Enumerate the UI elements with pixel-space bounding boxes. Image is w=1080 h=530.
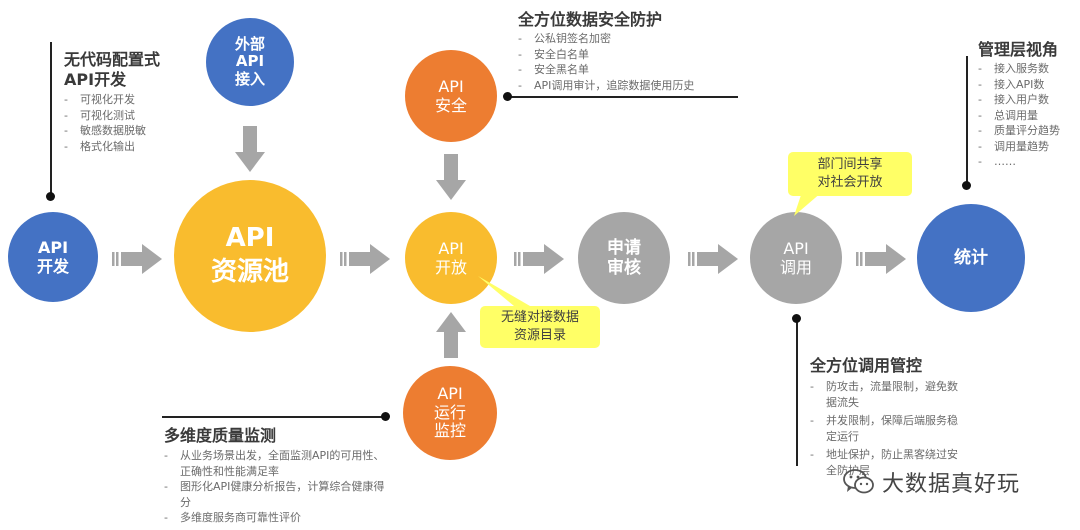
annotation-security-title: 全方位数据安全防护 xyxy=(518,10,663,29)
annotation-lowcode-title-line1: 无代码配置式 xyxy=(64,50,161,69)
annotation-management-list: 接入服务数 接入API数 接入用户数 总调用量 质量评分趋势 调用量趋势 …… xyxy=(978,61,1078,170)
annotation-quality-list: 从业务场景出发，全面监测API的可用性、正确性和性能满足率 图形化API健康分析… xyxy=(164,448,394,526)
wechat-icon xyxy=(843,469,874,494)
arrow-external-to-pool xyxy=(235,126,265,172)
annotation-control: 全方位调用管控 防攻击，流量限制，避免数据流失 并发限制，保障后端服务稳定运行 … xyxy=(810,356,960,478)
leader-quality xyxy=(162,416,386,418)
node-review-line2: 审核 xyxy=(607,258,641,278)
note-seamless-line2: 资源目录 xyxy=(513,328,566,343)
list-item: 可视化开发 xyxy=(64,92,194,108)
annotation-quality: 多维度质量监测 从业务场景出发，全面监测API的可用性、正确性和性能满足率 图形… xyxy=(164,426,394,526)
annotation-control-list: 防攻击，流量限制，避免数据流失 并发限制，保障后端服务稳定运行 地址保护，防止黑… xyxy=(810,379,960,478)
leader-security-dot xyxy=(503,92,512,101)
node-security-line1: API xyxy=(438,76,464,96)
annotation-management: 管理层视角 接入服务数 接入API数 接入用户数 总调用量 质量评分趋势 调用量… xyxy=(978,40,1078,170)
watermark-text: 大数据真好玩 xyxy=(882,472,1021,497)
leader-management-dot xyxy=(962,181,971,190)
node-monitor-line1: API xyxy=(437,384,463,404)
leader-management xyxy=(966,56,968,186)
arrow-security-to-open xyxy=(436,154,466,200)
annotation-management-title: 管理层视角 xyxy=(978,40,1059,59)
leader-security xyxy=(508,96,738,98)
list-item: 安全白名单 xyxy=(518,47,758,63)
list-item: 公私钥签名加密 xyxy=(518,31,758,47)
arrow-pool-to-open xyxy=(340,244,390,274)
node-external-api-line1: 外部 xyxy=(234,35,265,54)
node-api-dev: API 开发 xyxy=(8,212,98,302)
list-item: 接入API数 xyxy=(978,77,1078,93)
arrow-dev-to-pool xyxy=(112,244,162,274)
node-resource-pool-line1: API xyxy=(225,223,275,254)
node-api-dev-line1: API xyxy=(37,237,69,257)
list-item: 可视化测试 xyxy=(64,108,194,124)
node-invoke-line2: 调用 xyxy=(779,258,812,277)
node-monitor-line3: 监控 xyxy=(433,421,466,441)
list-item: 防攻击，流量限制，避免数据流失 xyxy=(810,379,960,410)
node-security: API 安全 xyxy=(405,50,497,142)
list-item: 地址保护，防止黑客绕过安全防护层 xyxy=(810,447,960,478)
note-sharing-line2: 对社会开放 xyxy=(817,175,883,190)
leader-lowcode-dot xyxy=(46,192,55,201)
note-seamless-tail xyxy=(478,276,530,306)
annotation-quality-title: 多维度质量监测 xyxy=(164,426,277,445)
node-external-api-line2: API xyxy=(235,52,265,71)
list-item: 多维度服务商可靠性评价 xyxy=(164,510,394,526)
arrow-open-to-review xyxy=(514,244,564,274)
node-open: API 开放 xyxy=(405,212,497,304)
note-sharing-line1: 部门间共享 xyxy=(817,157,883,172)
list-item: 总调用量 xyxy=(978,108,1078,124)
list-item: 并发限制，保障后端服务稳定运行 xyxy=(810,413,960,444)
node-monitor-line2: 运行 xyxy=(433,402,466,422)
node-stats-label: 统计 xyxy=(954,247,988,268)
list-item: 接入服务数 xyxy=(978,61,1078,77)
list-item: 格式化输出 xyxy=(64,139,194,155)
note-sharing-tail xyxy=(794,192,822,216)
list-item: 调用量趋势 xyxy=(978,139,1078,155)
list-item: 安全黑名单 xyxy=(518,62,758,78)
node-invoke: API 调用 xyxy=(750,212,842,304)
node-security-line2: 安全 xyxy=(434,96,467,115)
leader-lowcode xyxy=(50,42,52,196)
annotation-lowcode: 无代码配置式 API开发 可视化开发 可视化测试 敏感数据脱敏 格式化输出 xyxy=(64,50,194,154)
annotation-control-title: 全方位调用管控 xyxy=(810,356,923,375)
annotation-lowcode-list: 可视化开发 可视化测试 敏感数据脱敏 格式化输出 xyxy=(64,92,194,154)
note-seamless: 无缝对接数据 资源目录 xyxy=(480,306,600,348)
node-api-dev-line2: 开发 xyxy=(36,257,69,276)
arrow-invoke-to-stats xyxy=(856,244,906,274)
note-seamless-line1: 无缝对接数据 xyxy=(500,310,579,325)
arrow-monitor-to-open xyxy=(436,312,466,358)
list-item: 敏感数据脱敏 xyxy=(64,123,194,139)
node-stats: 统计 xyxy=(917,204,1025,312)
annotation-lowcode-title-line2: API开发 xyxy=(64,70,127,89)
list-item: …… xyxy=(978,154,1078,170)
node-monitor: API 运行 监控 xyxy=(403,366,497,460)
annotation-security: 全方位数据安全防护 公私钥签名加密 安全白名单 安全黑名单 API调用审计，追踪… xyxy=(518,10,758,93)
list-item: 接入用户数 xyxy=(978,92,1078,108)
node-resource-pool-line2: 资源池 xyxy=(210,257,289,287)
arrow-review-to-invoke xyxy=(688,244,738,274)
leader-quality-dot xyxy=(381,412,390,421)
list-item: 图形化API健康分析报告，计算综合健康得分 xyxy=(164,479,394,510)
note-sharing: 部门间共享 对社会开放 xyxy=(788,152,912,196)
annotation-security-list: 公私钥签名加密 安全白名单 安全黑名单 API调用审计，追踪数据使用历史 xyxy=(518,31,758,93)
node-external-api-line3: 接入 xyxy=(234,69,265,88)
node-resource-pool: API 资源池 xyxy=(174,180,326,332)
node-invoke-line1: API xyxy=(783,238,809,258)
list-item: API调用审计，追踪数据使用历史 xyxy=(518,78,758,94)
watermark: 大数据真好玩 xyxy=(842,466,1020,498)
leader-control-dot xyxy=(792,314,801,323)
leader-control xyxy=(796,318,798,466)
annotation-lowcode-title: 无代码配置式 API开发 xyxy=(64,50,194,90)
node-review: 申请 审核 xyxy=(578,212,670,304)
list-item: 从业务场景出发，全面监测API的可用性、正确性和性能满足率 xyxy=(164,448,394,479)
node-external-api: 外部 API 接入 xyxy=(206,18,294,106)
node-open-line1: API xyxy=(438,238,464,258)
node-open-line2: 开放 xyxy=(434,258,467,277)
node-review-line1: 申请 xyxy=(607,237,641,258)
list-item: 质量评分趋势 xyxy=(978,123,1078,139)
